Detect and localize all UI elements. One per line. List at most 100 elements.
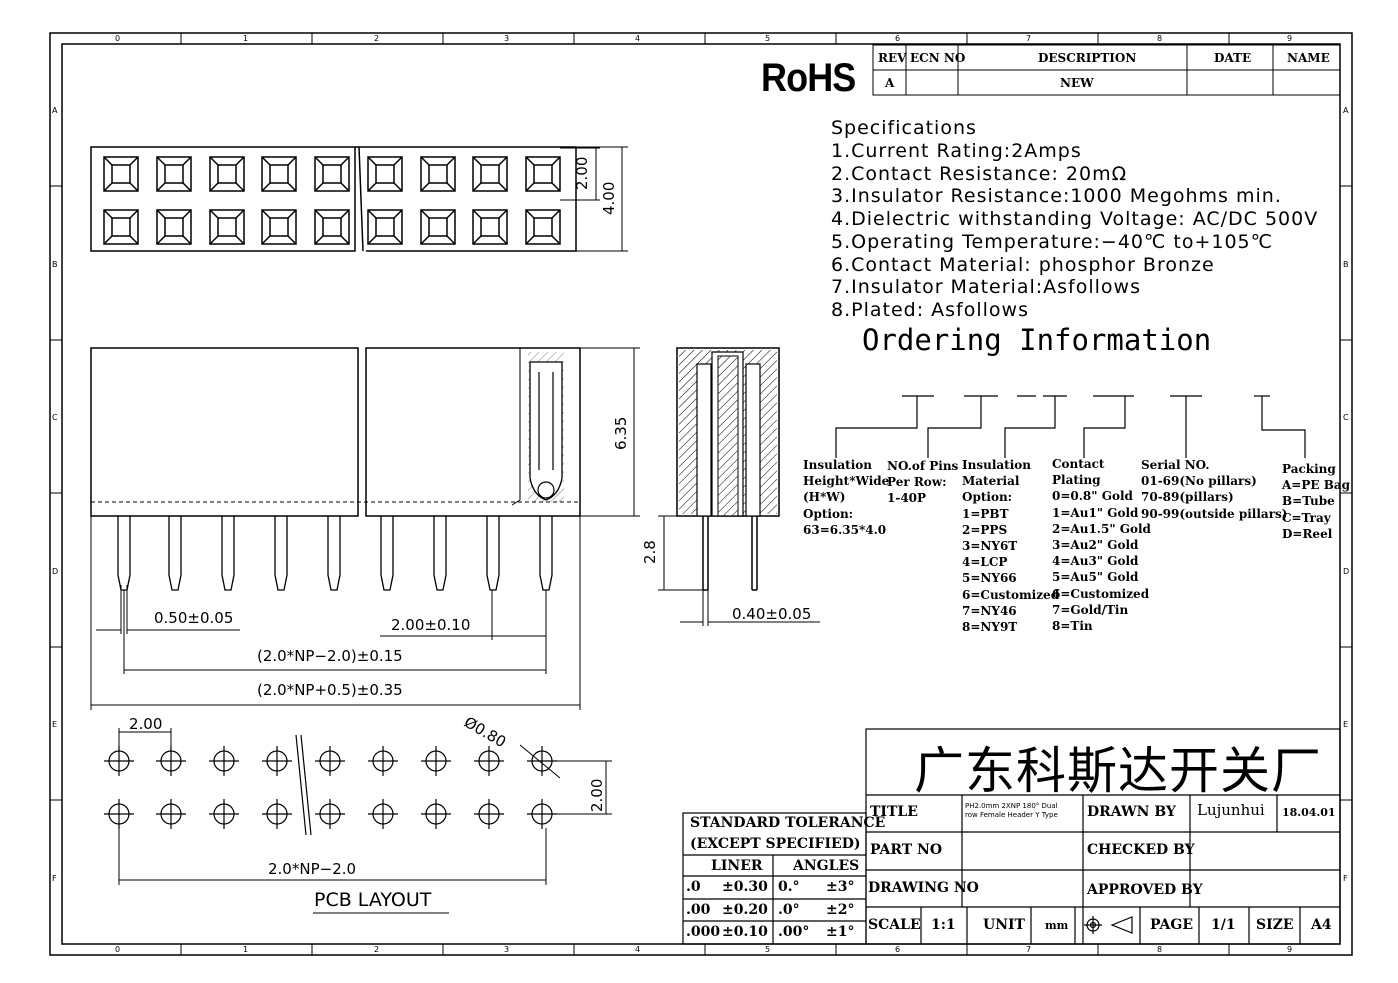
dim-tail: 2.8 — [641, 540, 659, 564]
drawing-no-label: DRAWING NO — [868, 880, 979, 896]
ordering-line: C=Tray — [1282, 510, 1331, 525]
row-label-right: F — [1343, 874, 1348, 883]
contact-pad — [209, 209, 245, 245]
pcb-hole — [209, 799, 239, 829]
column-label-top: 3 — [504, 34, 510, 43]
drawn-date: 18.04.01 — [1282, 806, 1336, 819]
contact-pad — [314, 209, 350, 245]
ordering-line: Plating — [1052, 473, 1101, 488]
drawn-by-label: DRAWN BY — [1087, 804, 1176, 820]
scale-value: 1:1 — [931, 917, 956, 933]
tolerance-cell: ±2° — [826, 901, 855, 918]
column-label-bottom: 7 — [1026, 945, 1032, 954]
side-view — [658, 347, 820, 626]
top-view — [90, 146, 628, 252]
rev-value: A — [885, 76, 895, 90]
ordering-line: 1-40P — [887, 491, 927, 506]
tolerance-cell: ±0.30 — [722, 879, 768, 895]
specification-item: 1.Current Rating:2Amps — [831, 140, 1082, 162]
contact-pad — [525, 209, 561, 245]
dim-height: 6.35 — [612, 416, 630, 450]
tolerance-title-1: STANDARD TOLERANCE — [690, 815, 886, 831]
contact-pad — [156, 156, 192, 192]
row-label-right: A — [1343, 106, 1349, 115]
pcb-hole — [368, 746, 398, 776]
page-label: PAGE — [1150, 917, 1193, 933]
contact-pad — [261, 156, 297, 192]
ordering-line: Packing — [1282, 462, 1336, 476]
header-pin — [486, 516, 500, 591]
row-label-left: B — [52, 260, 58, 269]
pcb-hole — [421, 799, 451, 829]
column-label-bottom: 4 — [635, 945, 641, 954]
ordering-line: 8=Tin — [1052, 619, 1093, 633]
pcb-hole — [262, 799, 292, 829]
ordering-line: 0=0.8" Gold — [1052, 489, 1133, 504]
ordering-line: 4=Au3" Gold — [1052, 554, 1139, 569]
ordering-line: 1=PBT — [962, 506, 1009, 521]
column-label-bottom: 2 — [374, 945, 380, 954]
column-label-bottom: 9 — [1287, 945, 1293, 954]
description-header: DESCRIPTION — [1038, 51, 1137, 65]
size-value: A4 — [1311, 917, 1332, 933]
ordering-line: 1=Au1" Gold — [1052, 505, 1139, 520]
ecn-header: ECN NO — [910, 51, 966, 65]
dim-top-width: 4.00 — [600, 181, 618, 215]
tolerance-title-2: (EXCEPT SPECIFIED) — [690, 836, 861, 852]
dim-side-pin: 0.40±0.05 — [732, 605, 812, 623]
ordering-line: 6=Customized — [962, 587, 1060, 602]
pcb-hole — [209, 746, 239, 776]
unit-value: mm — [1045, 919, 1069, 932]
pcb-hole — [315, 746, 345, 776]
ordering-line: Insulation — [962, 458, 1031, 472]
specification-item: 4.Dielectric withstanding Voltage: AC/DC… — [831, 208, 1319, 231]
front-view — [90, 347, 640, 710]
ordering-line: (H*W) — [803, 490, 846, 505]
specification-item: 8.Plated: Asfollows — [831, 298, 1029, 321]
header-pin — [539, 516, 553, 591]
ordering-line: 5=Au5" Gold — [1052, 570, 1139, 585]
header-pin — [327, 516, 341, 591]
tolerance-cell: .0° — [778, 901, 800, 918]
ordering-line: NO.of Pins — [887, 459, 959, 473]
unit-label: UNIT — [983, 917, 1025, 933]
header-pin — [117, 516, 131, 591]
column-label-bottom: 3 — [504, 945, 510, 954]
ordering-line: 90-99(outside pillars) — [1141, 506, 1288, 521]
ordering-line: 5=NY66 — [962, 571, 1017, 586]
column-label-top: 6 — [895, 34, 901, 43]
ordering-line: 2=PPS — [962, 522, 1008, 537]
pcb-hole — [474, 746, 504, 776]
scale-label: SCALE — [868, 917, 921, 933]
title-value-line-1: PH2.0mm 2XNP 180° Dual — [965, 802, 1058, 810]
tolerance-cell: .00 — [686, 901, 711, 918]
column-label-top: 8 — [1157, 34, 1163, 43]
pcb-layout — [104, 728, 612, 914]
pcb-hole — [368, 799, 398, 829]
column-label-bottom: 8 — [1157, 945, 1163, 954]
contact-pad — [103, 156, 139, 192]
dim-pin-width: 0.50±0.05 — [154, 609, 234, 627]
column-label-bottom: 1 — [243, 945, 249, 954]
approved-by-label: APPROVED BY — [1087, 882, 1203, 898]
column-label-top: 1 — [243, 34, 249, 43]
name-header: NAME — [1287, 51, 1330, 65]
ordering-line: 7=NY46 — [962, 603, 1017, 618]
column-label-bottom: 5 — [765, 945, 771, 954]
column-label-top: 5 — [765, 34, 771, 43]
ordering-title: Ordering Information — [862, 323, 1212, 357]
column-label-bottom: 6 — [895, 945, 901, 954]
specification-item: 2.Contact Resistance: 20mΩ — [831, 162, 1128, 185]
rev-header: REV — [878, 51, 907, 65]
row-label-right: E — [1343, 720, 1349, 729]
ordering-line: B=Tube — [1282, 494, 1335, 509]
pcb-hole — [156, 746, 186, 776]
ordering-line: 8=NY9T — [962, 620, 1018, 634]
title-value-line-2: row Female Header Y Type — [965, 811, 1058, 819]
description-value: NEW — [1060, 76, 1094, 90]
ordering-line: Option: — [803, 506, 854, 521]
contact-pad — [472, 209, 508, 245]
row-label-right: B — [1343, 260, 1349, 269]
pcb-hole — [421, 746, 451, 776]
dim-pitch-tolerance: 2.00±0.10 — [391, 616, 471, 634]
